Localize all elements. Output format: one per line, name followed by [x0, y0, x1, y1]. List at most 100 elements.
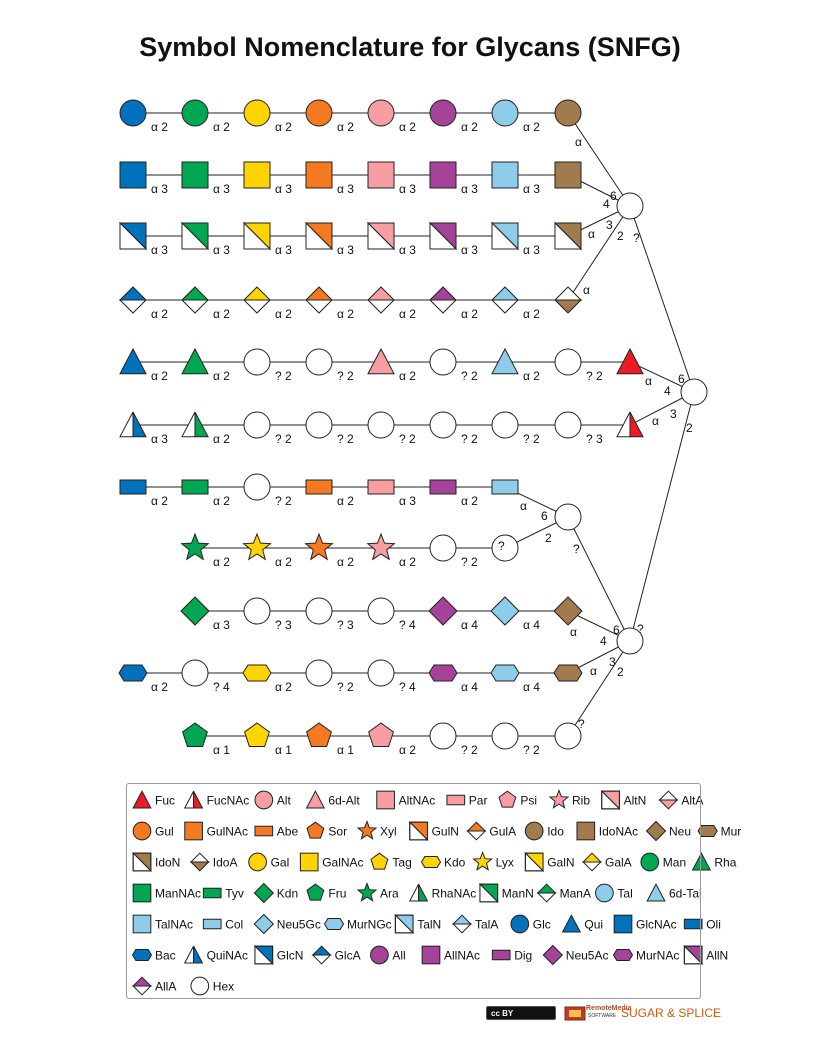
linkage-label: α 2: [275, 555, 292, 569]
legend-label: Qui: [584, 918, 603, 932]
legend-tala-icon: [451, 914, 473, 934]
legend-gulnac-icon: [184, 821, 203, 841]
legend-altn-icon: [600, 789, 621, 811]
hub-position-label: 2: [686, 421, 693, 435]
legend-lyx-icon: [472, 851, 493, 871]
legend-label: GlcN: [277, 949, 304, 963]
residue-circle: [554, 722, 582, 750]
legend-label: MurNGc: [347, 918, 392, 932]
anomer-label: α: [645, 374, 652, 388]
residue-circle: [243, 411, 271, 439]
legend-label: Man: [663, 856, 686, 870]
legend-label: Col: [225, 918, 243, 932]
linkage-line: [629, 391, 695, 642]
legend-label: Lyx: [496, 856, 514, 870]
anomer-label: ?: [578, 717, 585, 731]
residue-diamond_top: [366, 286, 396, 314]
legend-par-icon: [446, 794, 466, 806]
linkage-label: α 2: [213, 369, 230, 383]
hub-position-label: ?: [637, 622, 644, 636]
anomer-label: α: [520, 499, 527, 513]
linkage-label: ? 2: [337, 432, 354, 446]
residue-square: [554, 161, 582, 189]
legend-bac-icon: [131, 949, 153, 961]
legend-ido-icon: [524, 821, 544, 841]
hub-position-label: 3: [670, 407, 677, 421]
linkage-label: ? 2: [461, 432, 478, 446]
legend-label: Xyl: [380, 825, 397, 839]
residue-circle: [554, 99, 582, 127]
residue-square: [119, 161, 147, 189]
legend-gula-icon: [466, 821, 487, 841]
branch-hub-2: [554, 503, 582, 531]
linkage-label: ? 2: [337, 369, 354, 383]
legend-label: GalNAc: [322, 856, 363, 870]
legend-mur-icon: [697, 825, 718, 837]
linkage-label: α 3: [151, 432, 168, 446]
branch-hub-0: [616, 192, 644, 220]
residue-rect: [119, 479, 147, 495]
legend-neu5gc-icon: [253, 913, 275, 935]
hub-position-label: 3: [609, 655, 616, 669]
residue-triangle_div: [616, 411, 644, 438]
linkage-line: [567, 112, 631, 207]
residue-triangle: [491, 347, 519, 375]
linkage-label: α 2: [151, 369, 168, 383]
page-title: Symbol Nomenclature for Glycans (SNFG): [139, 32, 681, 62]
legend-label: Par: [469, 794, 488, 808]
legend-label: TalA: [475, 918, 498, 932]
legend-6d-tal-icon: [646, 883, 666, 902]
residue-circle: [305, 411, 333, 439]
legend-label: Ido: [547, 825, 564, 839]
legend-galn-icon: [524, 851, 545, 873]
legend-label: RhaNAc: [432, 887, 477, 901]
linkage-label: α 3: [399, 494, 416, 508]
anomer-label: α: [588, 227, 595, 241]
anomer-label: α: [575, 135, 582, 149]
legend-glca-icon: [311, 945, 332, 965]
legend-murnac-icon: [612, 949, 634, 961]
linkage-label: ? 2: [461, 555, 478, 569]
residue-square_div: [366, 221, 396, 251]
linkage-label: α 1: [275, 743, 292, 757]
legend-oli-icon: [683, 918, 703, 930]
linkage-label: ? 3: [275, 618, 292, 632]
linkage-label: α 2: [151, 120, 168, 134]
legend-label: QuiNAc: [207, 949, 248, 963]
legend-tag-icon: [370, 852, 389, 870]
residue-circle: [181, 659, 209, 687]
linkage-label: ? 2: [275, 494, 292, 508]
legend-guln-icon: [408, 820, 429, 842]
linkage-line: [567, 205, 631, 301]
legend-label: Neu5Gc: [277, 918, 321, 932]
cc-license-badge[interactable]: cc BY: [486, 1006, 556, 1020]
legend-label: GlcNAc: [636, 918, 677, 932]
legend-altnac-icon: [376, 790, 395, 810]
residue-circle: [491, 411, 519, 439]
legend-mann-icon: [478, 882, 499, 904]
legend-label: Neu5Ac: [566, 949, 609, 963]
legend-murngc-icon: [323, 918, 345, 930]
legend-mannac-icon: [132, 883, 152, 903]
legend-label: IdoN: [155, 856, 180, 870]
residue-diamond_top: [490, 286, 520, 314]
residue-hexagon: [553, 664, 583, 682]
linkage-label: α 4: [523, 618, 540, 632]
residue-square_div: [304, 221, 334, 251]
residue-square_div: [180, 221, 210, 251]
legend-abe-icon: [254, 825, 274, 837]
residue-square: [181, 161, 209, 189]
legend-label: GalA: [605, 856, 632, 870]
linkage-label: α 2: [399, 369, 416, 383]
legend-label: Hex: [213, 980, 234, 994]
residue-diamond_top: [242, 286, 272, 314]
linkage-label: α 1: [337, 743, 354, 757]
legend-label: GulN: [432, 825, 459, 839]
linkage-label: α 2: [275, 680, 292, 694]
legend-fucnac-icon: [183, 790, 204, 809]
legend-tal-icon: [595, 883, 614, 903]
hub-position-label: 6: [541, 509, 548, 523]
linkage-label: ? 2: [523, 743, 540, 757]
linkage-label: α 2: [213, 555, 230, 569]
